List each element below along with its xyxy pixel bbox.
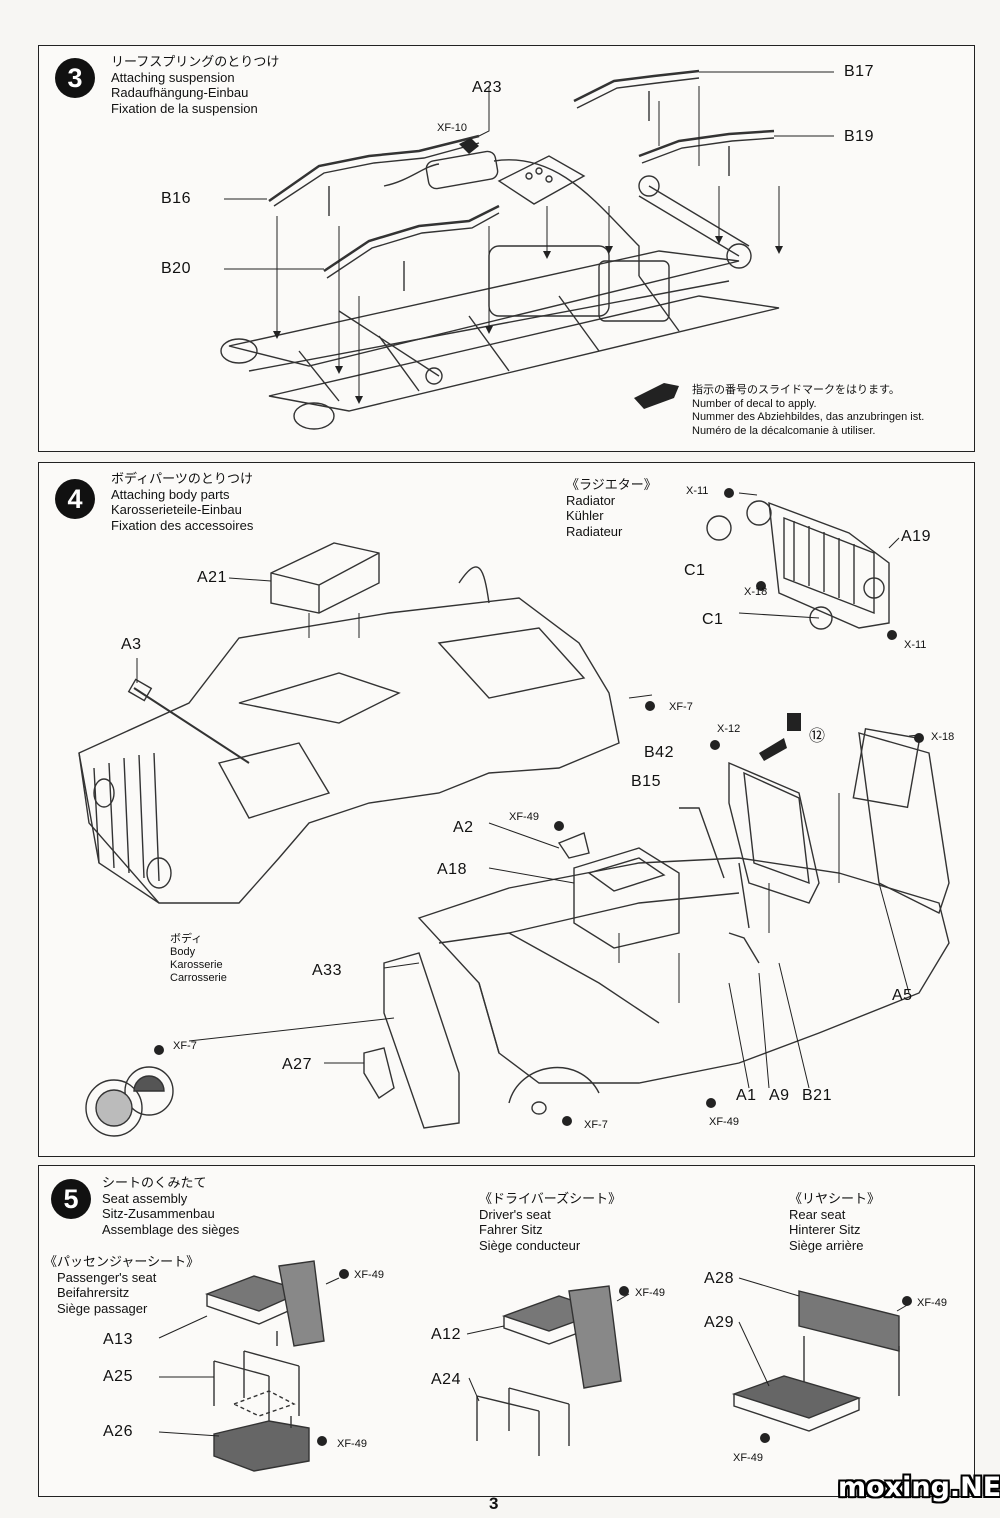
part-label-a29: A29 bbox=[704, 1314, 734, 1331]
paint-label-xf7: XF-7 bbox=[669, 701, 693, 713]
paint-label-x18: X-18 bbox=[744, 586, 768, 598]
part-label-a2: A2 bbox=[453, 819, 474, 836]
part-label-b21: B21 bbox=[802, 1087, 832, 1104]
decal-number-12: ⑫ bbox=[809, 728, 826, 745]
paint-label-x18: X-18 bbox=[931, 731, 955, 743]
part-label-a24: A24 bbox=[431, 1371, 461, 1388]
part-label-a18: A18 bbox=[437, 861, 467, 878]
part-label-a5: A5 bbox=[892, 987, 913, 1004]
paint-label-xf10: XF-10 bbox=[437, 122, 467, 134]
paint-label-xf49: XF-49 bbox=[509, 811, 539, 823]
part-label-c1: C1 bbox=[684, 562, 706, 579]
paint-label-xf49: XF-49 bbox=[733, 1452, 763, 1464]
part-label-a13: A13 bbox=[103, 1331, 133, 1348]
part-label-a3: A3 bbox=[121, 636, 142, 653]
passenger-seat-caption: 《パッセンジャーシート》 Passenger's seat Beifahrers… bbox=[44, 1254, 200, 1316]
paint-label-x11: X-11 bbox=[686, 485, 709, 497]
paint-label-x11: X-11 bbox=[904, 639, 927, 651]
paint-label-xf7: XF-7 bbox=[173, 1040, 197, 1052]
paint-label-xf49: XF-49 bbox=[917, 1297, 947, 1309]
part-label-a25: A25 bbox=[103, 1368, 133, 1385]
step-number: 3 bbox=[55, 58, 95, 98]
part-label-b20: B20 bbox=[161, 260, 191, 277]
part-label-a21: A21 bbox=[197, 569, 227, 586]
part-label-a12: A12 bbox=[431, 1326, 461, 1343]
body-parts-diagram bbox=[78, 488, 950, 1137]
page-number: 3 bbox=[489, 1494, 499, 1513]
part-label-b42: B42 bbox=[644, 744, 674, 761]
part-label-a23: A23 bbox=[472, 79, 502, 96]
part-label-b19: B19 bbox=[844, 128, 874, 145]
paint-label-xf49: XF-49 bbox=[354, 1269, 384, 1281]
step-number: 5 bbox=[51, 1179, 91, 1219]
part-label-a33: A33 bbox=[312, 962, 342, 979]
paint-label-xf7: XF-7 bbox=[584, 1119, 608, 1131]
step-number: 4 bbox=[55, 479, 95, 519]
part-label-a9: A9 bbox=[769, 1087, 790, 1104]
paint-label-xf49: XF-49 bbox=[337, 1438, 367, 1450]
seat-assembly-diagram bbox=[158, 1260, 912, 1472]
part-label-b17: B17 bbox=[844, 63, 874, 80]
suspension-diagram bbox=[220, 69, 834, 430]
part-label-a27: A27 bbox=[282, 1056, 312, 1073]
part-label-a19: A19 bbox=[901, 528, 931, 545]
part-label-a1: A1 bbox=[736, 1087, 757, 1104]
paint-label-xf49: XF-49 bbox=[709, 1116, 739, 1128]
part-label-c1: C1 bbox=[702, 611, 724, 628]
watermark: moxing.NET bbox=[838, 1472, 1000, 1503]
paint-label-x12: X-12 bbox=[717, 723, 741, 735]
paint-label-xf49: XF-49 bbox=[635, 1287, 665, 1299]
part-label-b16: B16 bbox=[161, 190, 191, 207]
decal-note: 指示の番号のスライドマークをはります。Number of decal to ap… bbox=[692, 384, 925, 437]
part-label-a26: A26 bbox=[103, 1423, 133, 1440]
part-label-a28: A28 bbox=[704, 1270, 734, 1287]
part-label-b15: B15 bbox=[631, 773, 661, 790]
